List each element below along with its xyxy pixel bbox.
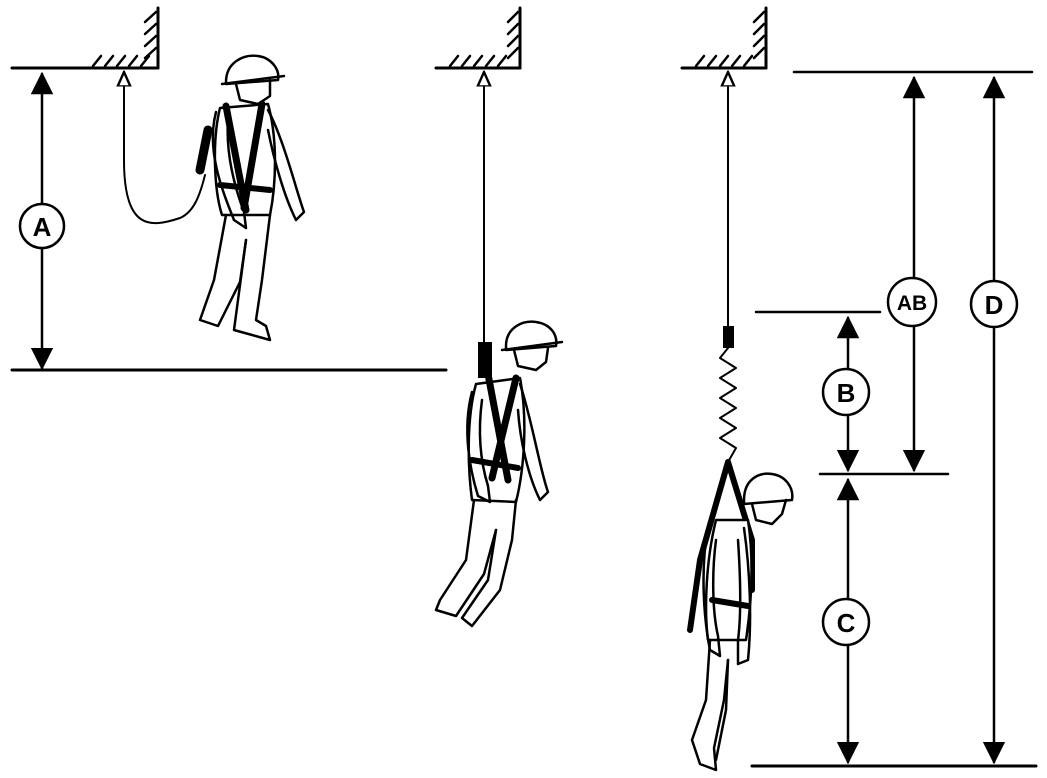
label-ab-text: AB	[897, 292, 927, 315]
label-d-text: D	[985, 290, 1004, 320]
label-ab: AB	[886, 276, 938, 328]
shock-absorber-end	[723, 326, 734, 348]
shock-absorber-deployed	[719, 347, 737, 463]
lanyard-slack	[124, 72, 206, 224]
label-b-text: B	[837, 378, 856, 408]
shock-absorber-pack	[478, 342, 492, 378]
anchor-structure-1	[10, 6, 160, 70]
worker-falling-icon	[434, 320, 564, 628]
label-c: C	[821, 597, 871, 647]
label-d: D	[969, 279, 1019, 329]
label-c-text: C	[837, 608, 856, 638]
worker-walking-icon	[195, 54, 306, 342]
label-b: B	[821, 367, 871, 417]
anchor-structure-2	[434, 6, 522, 70]
worker-hanging-icon	[687, 459, 794, 772]
label-a-text: A	[33, 212, 52, 242]
label-a: A	[18, 202, 66, 250]
anchor-structure-3	[680, 6, 768, 70]
